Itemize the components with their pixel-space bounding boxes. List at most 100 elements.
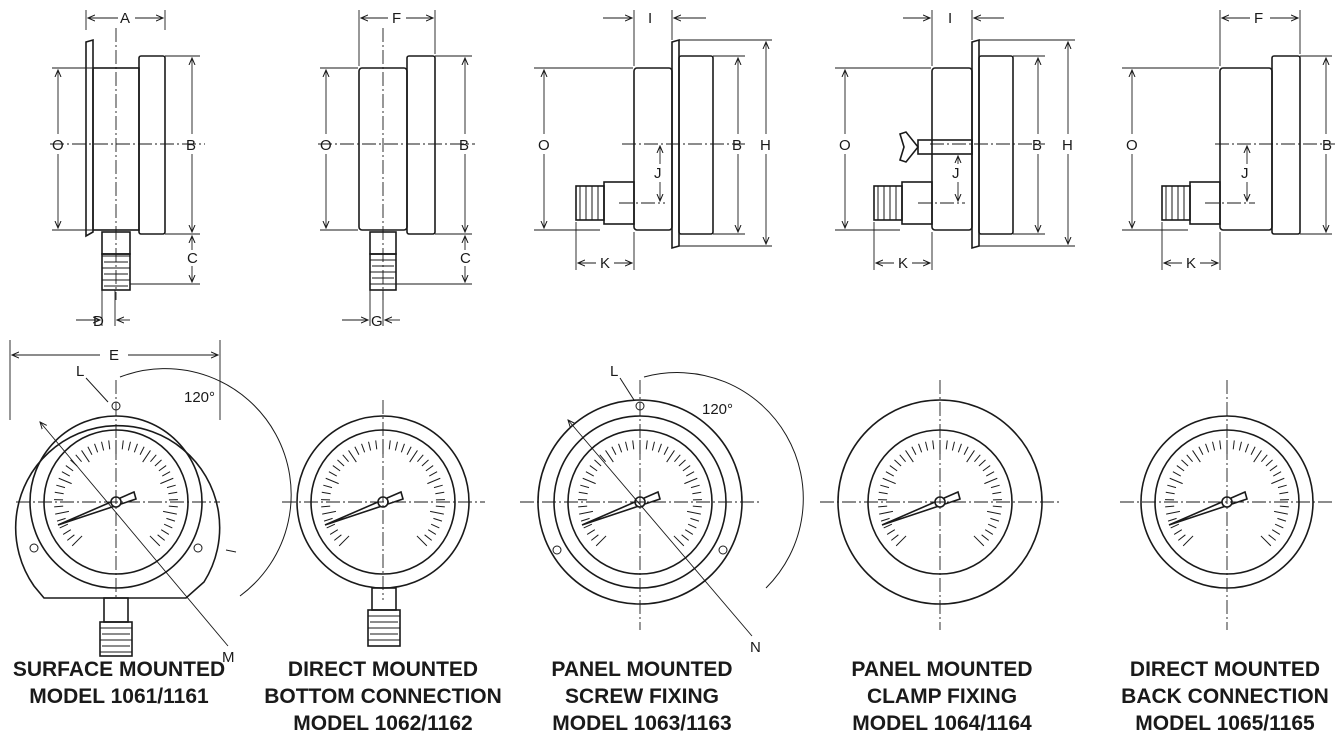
dial-tick [589,465,598,472]
dial-tick [1279,491,1289,495]
caption-line: DIRECT MOUNTED [1129,658,1321,681]
dim-label-f: F [1254,10,1263,27]
dial-tick [368,441,372,451]
dial-tick [1261,454,1268,463]
dial-tick [945,440,948,450]
dial-tick [611,446,617,456]
dial-tick [618,443,623,453]
caption-line: CLAMP FIXING [866,685,1018,708]
dial-tick [406,446,412,456]
dial-tick [981,534,989,541]
dial-tick [1176,465,1185,472]
dial-tick [678,459,686,467]
dial-tick [427,477,441,485]
dial-tick [361,443,366,453]
dial-tick [578,505,588,508]
caption-line: BACK CONNECTION [1121,685,1329,708]
dial-tick [885,471,895,477]
dial-tick [338,535,350,547]
dial-tick [905,450,914,463]
dim-label-k: K [600,255,610,272]
caption-line: SCREW FIXING [564,685,719,708]
dial-tick [1169,477,1183,485]
dial-tick [878,505,888,508]
dial-tick [684,529,694,535]
dial-tick [168,491,178,495]
caption-line: MODEL 1061/1161 [29,685,209,708]
dial-tick [595,535,607,547]
dial-tick [632,440,635,450]
dial-tick [1271,529,1281,535]
gauge-pointer [581,490,661,526]
gauge-pointer [324,490,404,526]
caption-line: PANEL MOUNTED [851,658,1033,681]
dial-tick [87,446,93,456]
dial-tick [421,459,429,467]
dial-tick [321,491,331,495]
dial-tick [1253,450,1262,463]
dial-tick [58,477,72,485]
dial-tick [149,535,161,547]
dial-tick [1165,491,1175,495]
front-view-direct-back [1120,380,1335,630]
dial-tick [1165,505,1175,508]
dial-tick [583,523,593,529]
dial-tick [987,523,997,529]
dial-tick [160,477,174,485]
dial-tick [1166,510,1181,515]
dial-tick [424,534,432,541]
dial-tick [328,471,338,477]
dial-tick [1219,440,1222,450]
dial-tick [579,510,594,515]
dial-tick [982,465,991,472]
dial-tick [417,454,424,463]
dial-tick [375,440,378,450]
dial-tick [674,454,681,463]
dial-tick [1167,517,1177,522]
dial-tick [990,517,1000,522]
dial-tick [878,491,888,495]
dial-tick [81,450,90,463]
dim-label-a: A [120,10,130,27]
dial-tick [433,484,443,489]
gauge-pointer [1168,490,1248,526]
dial-tick [435,491,445,495]
dial-tick [973,535,985,547]
caption-direct-bottom: DIRECT MOUNTED BOTTOM CONNECTION MODEL 1… [250,656,516,737]
caption-panel-clamp: PANEL MOUNTED CLAMP FIXING MODEL 1064/11… [817,656,1067,737]
dim-label-h: H [760,137,771,154]
dial-tick [963,446,969,456]
dim-label-b: B [1322,137,1332,154]
dial-tick [75,454,82,463]
side-view-surface-mounted: A O B C D [50,10,205,330]
dim-label-j: J [952,165,960,182]
dial-tick [657,443,662,453]
side-view-panel-clamp: I O J B H K [835,10,1075,272]
dial-tick [1272,471,1282,477]
dial-tick [580,484,590,489]
caption-line: PANEL MOUNTED [551,658,733,681]
dial-tick [895,535,907,547]
dial-tick [342,454,349,463]
dial-tick [416,535,428,547]
dial-tick [133,443,138,453]
dial-tick [1212,441,1216,451]
dial-tick [430,523,440,529]
dial-tick [108,440,111,450]
dial-tick [323,484,333,489]
dial-tick [433,517,443,522]
dial-tick [686,510,701,515]
dim-label-j: J [1241,165,1249,182]
caption-line: MODEL 1063/1163 [552,712,732,735]
dial-tick [978,459,986,467]
dial-tick [409,450,418,463]
dial-tick [992,491,1002,495]
dial-tick [321,505,331,508]
dial-tick [161,471,171,477]
dim-label-b: B [1032,137,1042,154]
dial-tick [428,471,438,477]
dial-tick [322,510,337,515]
dial-tick [1268,534,1276,541]
front-view-surface-mounted: E L M 120° [9,340,292,666]
dial-tick [1244,443,1249,453]
